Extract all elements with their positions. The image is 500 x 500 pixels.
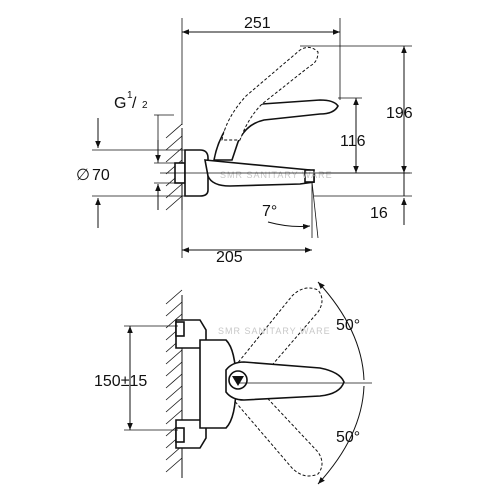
dim-7: 7° [262,203,277,220]
dim-7-arc [267,221,311,230]
dim-16: 16 [370,205,388,222]
top-nut-lower [175,427,185,443]
rotation-up-label: 50° [336,317,360,334]
side-handle-raised [221,46,319,141]
wall-hatch-bottom [165,289,183,478]
dim-150: 150±15 [94,373,147,390]
dim-116: 116 [340,133,366,150]
thread-denominator: 2 [142,100,148,111]
side-view: SMR SANITARY WARE 251 196 116 16 7° 205 [76,15,413,266]
rotation-arc-down [317,385,365,485]
handle-rotated-up [231,287,323,387]
ext-angle-tilted [311,181,319,239]
rotation-down-label: 50° [336,429,360,446]
thread-slash: / [132,95,137,112]
watermark-side: SMR SANITARY WARE [220,170,333,180]
top-view: SMR SANITARY WARE 150±15 50° 50° [94,281,372,485]
handle-indicator [232,376,244,386]
diameter-symbol: ∅ [76,167,90,184]
thread-numerator: 1 [127,90,133,101]
dim-205: 205 [216,249,243,266]
watermark-top: SMR SANITARY WARE [218,326,331,336]
dim-70: 70 [92,167,110,184]
handle-rotated-down [231,383,323,477]
spout-outlet [304,169,315,183]
top-nut-upper [175,321,185,337]
thread-letter: G [114,95,126,112]
top-handle [225,361,345,401]
rotation-arc-up [317,281,365,381]
dim-251: 251 [244,15,271,32]
dim-196: 196 [386,105,413,122]
